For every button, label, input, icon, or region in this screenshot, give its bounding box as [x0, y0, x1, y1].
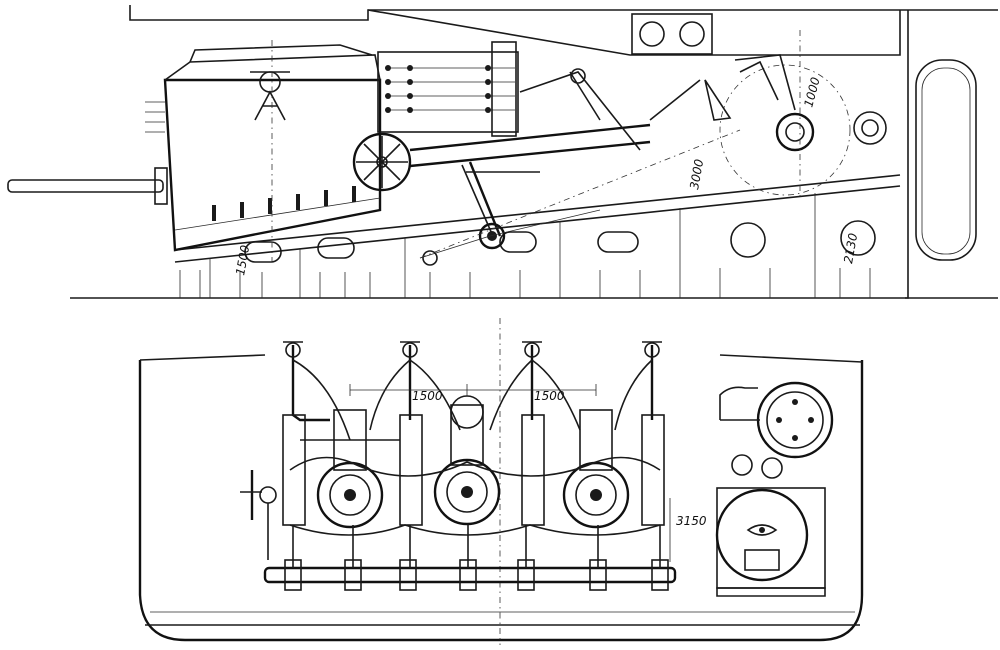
auxiliary-tank [715, 487, 826, 597]
gear-wheel [649, 54, 887, 196]
bulkhead-door [915, 59, 977, 261]
dim-side-1500: 1500 [233, 244, 252, 277]
valve-assembly [250, 71, 290, 121]
cylinder-unit-3 [562, 409, 630, 529]
propeller-shaft [7, 167, 168, 205]
cylinder-unit-2 [433, 395, 501, 526]
hand-wheel [352, 132, 412, 192]
cylinder-unit-1 [300, 409, 400, 529]
dim-side-1000: 1000 [801, 75, 823, 108]
dim-side-3000: 3000 [687, 158, 706, 191]
casing-bolt-row [212, 186, 356, 221]
valve-gear-linkage [409, 68, 651, 266]
dim-plan-1500-right: 1500 [534, 389, 565, 403]
column-frames [283, 341, 662, 441]
cylinder-block [377, 41, 519, 137]
auxiliary-pump [719, 381, 834, 479]
engine-casing [145, 44, 382, 252]
lightening-holes [244, 220, 876, 263]
dim-side-2130: 2130 [841, 232, 860, 265]
dim-plan-3150: 3150 [676, 514, 707, 528]
side-elevation-view: 1000 3000 1500 2130 [7, 5, 998, 299]
dim-plan-1500-left: 1500 [412, 389, 443, 403]
reversing-lever [240, 470, 277, 560]
plan-view: 1500 1500 3150 [138, 318, 864, 645]
crankshaft [263, 525, 677, 591]
